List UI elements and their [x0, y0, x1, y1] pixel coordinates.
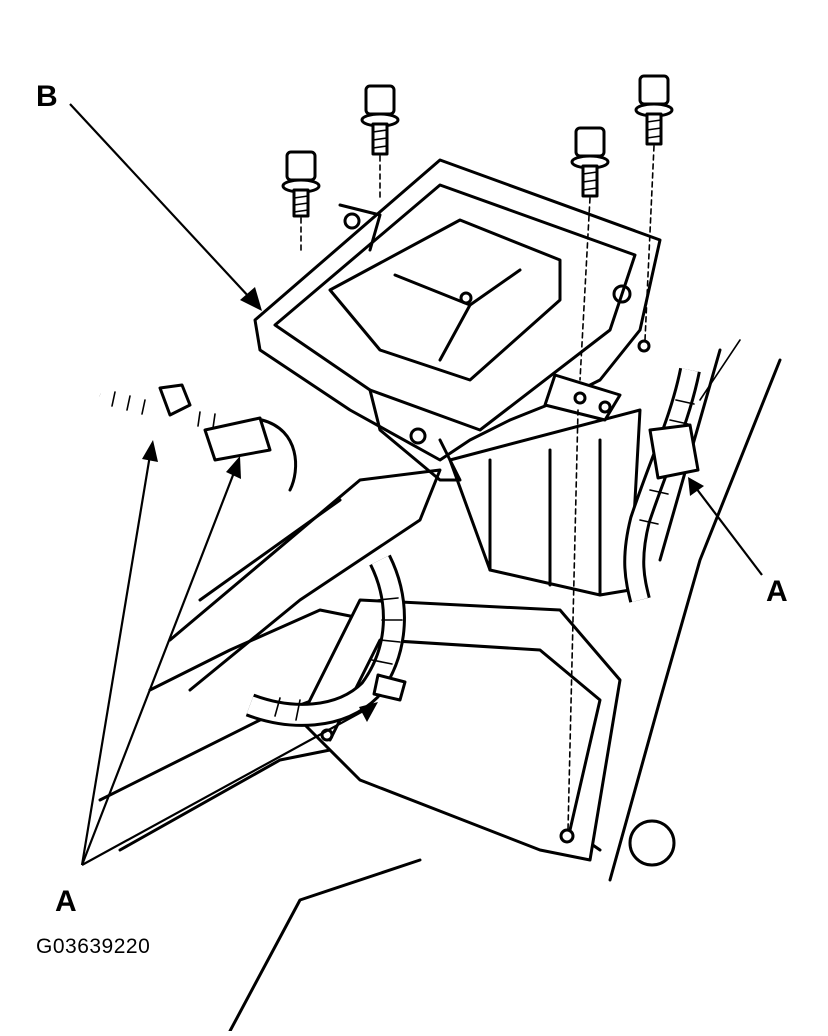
callout-arrow: [81, 702, 378, 866]
bolt-icon: [360, 84, 400, 201]
wiring-harness: [98, 367, 701, 727]
callout-arrow: [80, 456, 241, 866]
bolt-icon: [567, 126, 610, 831]
bolt-icon: [281, 150, 321, 251]
callout-arrow: [688, 477, 763, 576]
battery-box: [448, 408, 642, 597]
battery-tray-b: [253, 158, 662, 482]
bolt-icon: [634, 74, 674, 341]
label-a-left: A: [55, 885, 77, 918]
label-b: B: [36, 80, 58, 113]
callout-arrow: [80, 440, 158, 866]
figure-code: G03639220: [36, 935, 151, 958]
callout-arrow: [69, 103, 262, 311]
floor-plug: [628, 819, 676, 867]
label-a-right: A: [766, 575, 788, 608]
